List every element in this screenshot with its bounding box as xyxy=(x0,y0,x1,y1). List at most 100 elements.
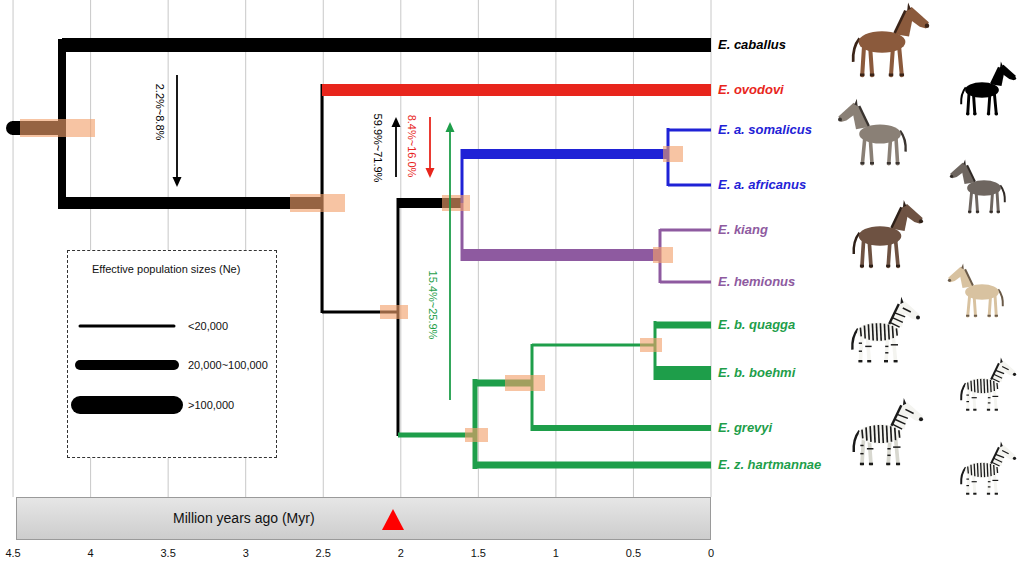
time-interval-bar xyxy=(380,305,408,319)
animal-leg xyxy=(899,47,902,76)
animal-ear xyxy=(1000,357,1003,363)
animal-head xyxy=(901,402,922,422)
animal-head xyxy=(901,204,922,224)
zebra-stripe xyxy=(892,318,902,323)
animal-body xyxy=(857,322,899,341)
animal-body xyxy=(859,424,902,444)
zebra-stripe xyxy=(994,374,1002,378)
animal-leg xyxy=(974,391,975,410)
zebra-stripe xyxy=(864,326,866,339)
zebra-stripe xyxy=(888,324,890,339)
animal-ear xyxy=(903,398,906,405)
animal-hoof xyxy=(860,265,864,267)
time-interval-bar xyxy=(20,119,95,137)
animal-figure xyxy=(950,159,1005,212)
axis-bar-marker xyxy=(17,498,712,541)
animal-hoof xyxy=(987,409,990,411)
animal-hoof xyxy=(860,74,865,77)
zebra-stripe xyxy=(873,425,875,442)
animal-leg xyxy=(888,441,890,465)
animal-muzzle xyxy=(950,175,953,178)
axis-tick-label: 3.5 xyxy=(161,547,176,560)
taxon-label: E. ovodovi xyxy=(718,83,784,98)
zebra-stripe xyxy=(891,344,898,345)
animal-body xyxy=(859,124,901,143)
animal-mane xyxy=(859,106,869,126)
animal-leg xyxy=(970,191,972,212)
legend-sample-line xyxy=(80,325,174,328)
animal-leg xyxy=(976,193,977,212)
animal-tail xyxy=(854,431,860,452)
animal-hoof xyxy=(966,493,969,495)
animal-ear xyxy=(907,2,911,10)
zebra-stripe xyxy=(992,462,1000,466)
zebra-stripe xyxy=(860,328,862,337)
animal-hoof xyxy=(987,493,990,495)
animal-hoof xyxy=(995,493,998,495)
animal-leg xyxy=(968,473,969,494)
zebra-stripe xyxy=(867,448,874,449)
animal-leg xyxy=(862,138,864,164)
animal-hoof xyxy=(869,463,873,465)
animal-hoof xyxy=(966,315,969,317)
grid-line xyxy=(323,0,324,497)
animal-tail xyxy=(854,233,860,254)
zebra-stripe xyxy=(988,397,991,398)
axis-tick-label: 2.5 xyxy=(316,547,331,560)
zebra-stripe xyxy=(859,350,862,351)
zebra-stripe xyxy=(880,323,882,340)
gene-flow-label: 2.2%~8.8% xyxy=(154,83,167,142)
zebra-stripe xyxy=(993,465,995,475)
animal-tail xyxy=(961,87,966,104)
tree-branch xyxy=(473,379,478,469)
animal-head xyxy=(899,301,920,320)
zebra-stripe xyxy=(983,379,985,393)
taxon-label: E. a. africanus xyxy=(718,178,806,193)
zebra-stripe xyxy=(886,425,888,442)
zebra-stripe xyxy=(966,395,969,396)
animal-hoof xyxy=(968,211,971,213)
animal-muzzle xyxy=(1013,373,1016,376)
gene-flow-arrow xyxy=(395,125,397,177)
animal-figure xyxy=(854,398,923,465)
zebra-stripe xyxy=(977,379,979,393)
animal-leg xyxy=(989,297,990,316)
animal-body xyxy=(965,284,999,300)
tree-branch xyxy=(532,344,655,347)
animal-head xyxy=(948,267,965,283)
time-interval-bar xyxy=(640,338,662,352)
animal-leg xyxy=(974,297,975,316)
animal-figure xyxy=(961,357,1016,410)
animal-leg xyxy=(889,140,891,163)
zebra-stripe xyxy=(988,481,991,482)
axis-tick-label: 3 xyxy=(243,547,249,560)
zebra-stripe xyxy=(980,463,982,477)
animal-mane xyxy=(965,269,973,285)
animal-leg xyxy=(974,475,975,494)
time-interval-bar xyxy=(653,247,673,263)
zebra-stripe xyxy=(996,383,998,389)
zebra-stripe xyxy=(896,328,898,335)
grid-line xyxy=(13,0,14,497)
root-tip xyxy=(6,121,20,135)
zebra-stripe xyxy=(1002,451,1009,454)
zebra-stripe xyxy=(987,463,989,477)
animal-hoof xyxy=(884,360,888,362)
tree-branch xyxy=(462,249,660,261)
zebra-stripe xyxy=(987,379,989,393)
animal-hoof xyxy=(860,463,864,465)
animal-body xyxy=(965,378,999,394)
zebra-stripe xyxy=(996,467,998,473)
zebra-stripe xyxy=(861,430,863,439)
tree-branch xyxy=(62,197,322,209)
animal-head xyxy=(999,445,1016,461)
zebra-stripe xyxy=(992,378,1000,382)
zebra-stripe xyxy=(970,381,972,392)
zebra-stripe xyxy=(993,381,995,391)
animal-leg xyxy=(860,336,862,362)
taxon-label: E. grevyi xyxy=(718,421,772,436)
animal-hoof xyxy=(966,113,969,115)
animal-ear xyxy=(963,159,966,165)
tree-branch xyxy=(655,322,711,329)
zebra-stripe xyxy=(905,409,913,413)
